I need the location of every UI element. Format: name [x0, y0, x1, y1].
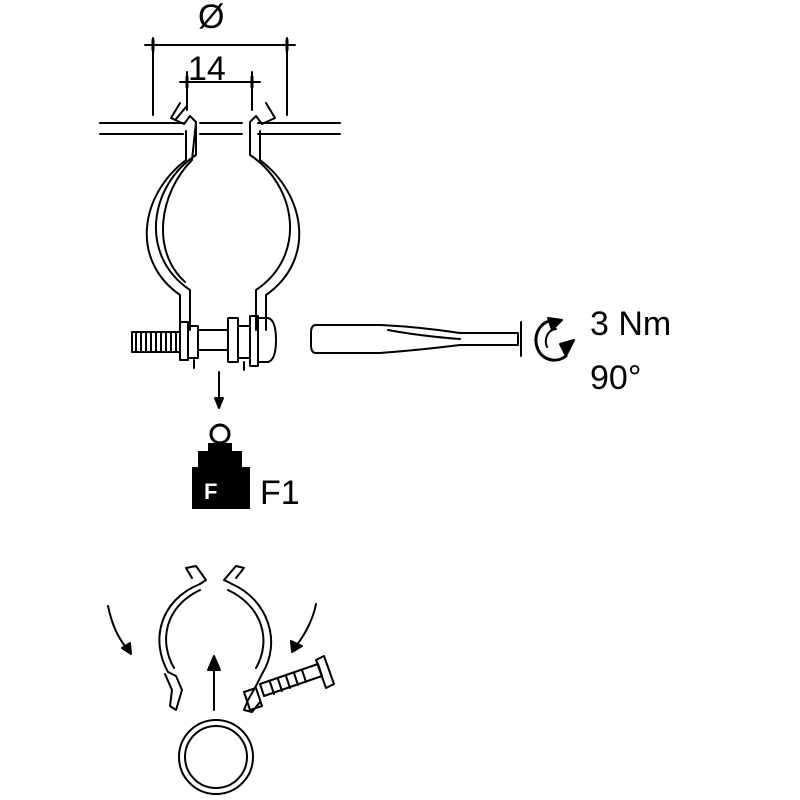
- torque-label: 3 Nm: [590, 305, 671, 343]
- angle-label: 90°: [590, 359, 641, 397]
- closing-arrow-right: [290, 603, 317, 653]
- diameter-symbol: Ø: [198, 0, 224, 36]
- weight-icon: F: [192, 423, 250, 509]
- dimension-lines: [144, 37, 296, 116]
- weight-letter: F: [204, 479, 217, 504]
- mounting-rail: [99, 122, 341, 135]
- load-arrow: [214, 371, 224, 409]
- insertion-arrow: [207, 655, 221, 711]
- dimension-14: 14: [188, 50, 226, 88]
- force-label: F1: [260, 474, 300, 512]
- open-clamp: [158, 565, 335, 713]
- closing-arrow-left: [107, 605, 132, 655]
- screwdriver-icon: [310, 321, 522, 357]
- pipe-ring: [178, 719, 254, 795]
- rotation-arrow-icon: [534, 317, 575, 362]
- pipe-clamp: [131, 102, 301, 371]
